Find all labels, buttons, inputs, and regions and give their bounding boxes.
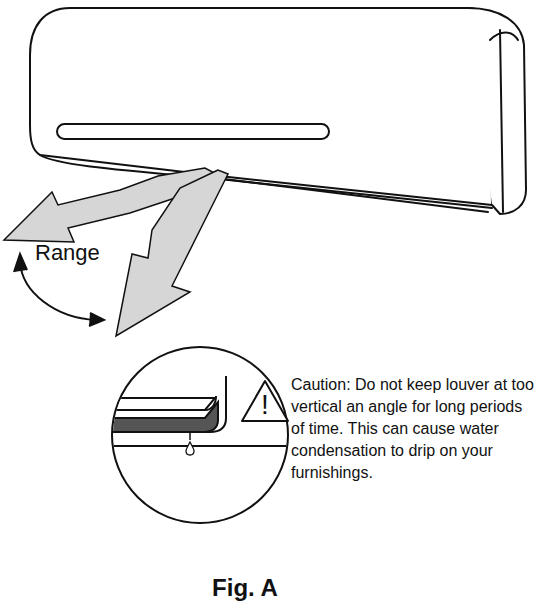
indoor-unit (30, 8, 526, 214)
airflow-arrows (4, 168, 228, 336)
detail-circle (100, 347, 288, 523)
range-label: Range (35, 240, 125, 266)
warning-mark: ! (240, 390, 290, 420)
figure-caption: Fig. A (0, 574, 490, 602)
caution-triangle: ! (240, 379, 290, 423)
caution-note: Caution: Do not keep louver at too verti… (291, 374, 537, 484)
